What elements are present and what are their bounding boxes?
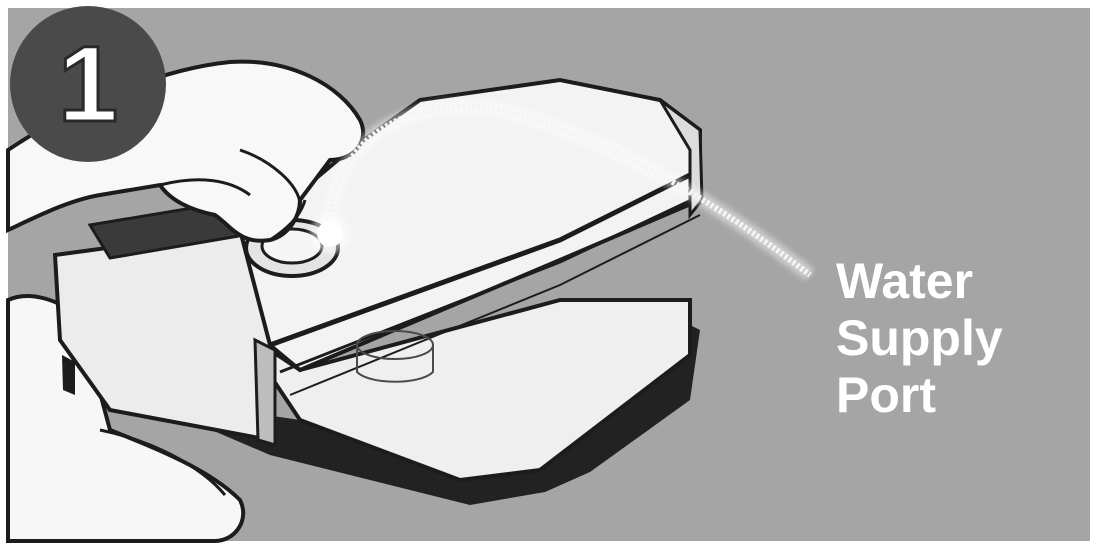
callout-line-3: Port [836,367,1076,424]
water-supply-port-label: Water Supply Port [836,253,1076,424]
callout-line-2: Supply [836,310,1076,367]
pointer-dot [317,221,343,247]
step-number: 1 [18,28,158,140]
front-bezel-edge [255,340,275,445]
callout-line-1: Water [836,253,1076,310]
front-bezel-slot [62,355,75,395]
